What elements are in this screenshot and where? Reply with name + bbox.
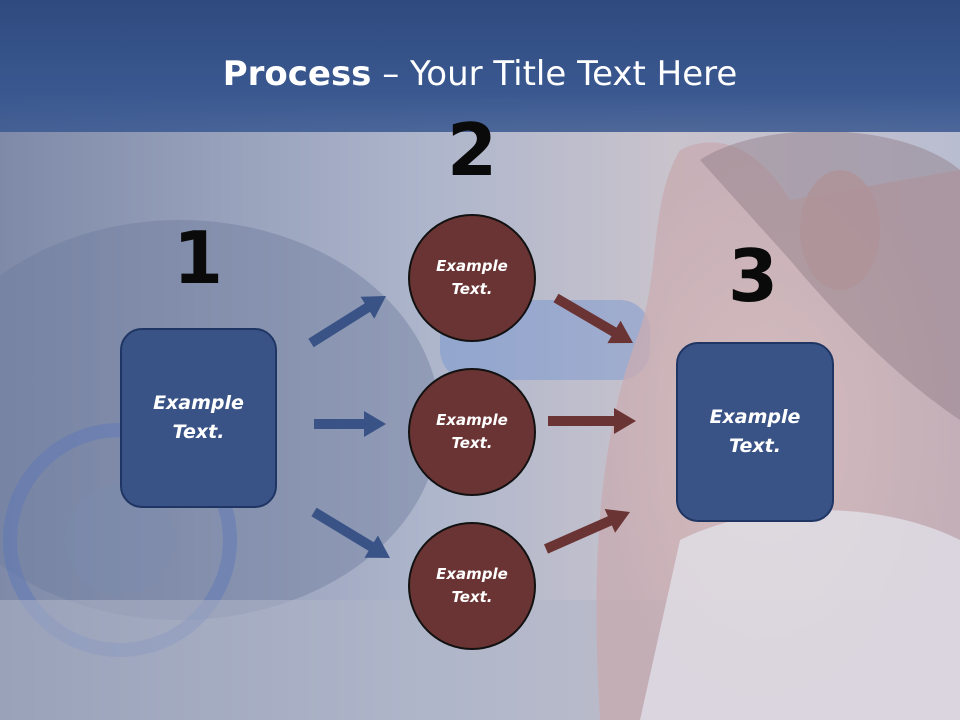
arrow-bottom-to-right: [544, 509, 630, 554]
right-box-line2: Text.: [729, 435, 781, 457]
circle-bottom-line1: Example: [436, 565, 508, 583]
arrow-middle-to-right: [548, 408, 636, 434]
arrow-left-to-bottom-shape: [311, 507, 390, 558]
arrow-middle-to-right-shape: [548, 408, 636, 434]
step-number-3: 3: [727, 234, 779, 318]
circle-top: Example Text.: [408, 214, 536, 342]
circle-middle-line1: Example: [436, 411, 508, 429]
arrow-bottom-to-right-shape: [544, 509, 630, 554]
arrow-top-to-right: [553, 293, 633, 344]
circle-bottom: Example Text.: [408, 522, 536, 650]
arrow-left-to-middle-shape: [314, 411, 386, 437]
left-box-line2: Text.: [172, 421, 225, 443]
arrow-left-to-bottom: [311, 507, 390, 558]
slide-title: Process – Your Title Text Here: [0, 52, 960, 96]
circle-middle: Example Text.: [408, 368, 536, 496]
right-box-line1: Example: [709, 406, 801, 428]
title-bold: Process: [222, 54, 372, 94]
step-number-2: 2: [446, 108, 498, 192]
circle-middle-line2: Text.: [451, 434, 493, 452]
circle-top-line1: Example: [436, 257, 508, 275]
left-box-line1: Example: [153, 392, 244, 414]
arrow-top-to-right-shape: [553, 293, 633, 344]
right-box: Example Text.: [676, 342, 834, 522]
arrow-left-to-top-shape: [308, 296, 386, 348]
title-rest: – Your Title Text Here: [371, 54, 738, 94]
circle-bottom-line2: Text.: [451, 588, 493, 606]
circle-top-line2: Text.: [451, 280, 493, 298]
step-number-1: 1: [172, 216, 224, 300]
left-box: Example Text.: [120, 328, 277, 508]
arrow-left-to-top: [308, 296, 386, 348]
arrow-left-to-middle: [314, 411, 386, 437]
header-band: [0, 0, 960, 132]
